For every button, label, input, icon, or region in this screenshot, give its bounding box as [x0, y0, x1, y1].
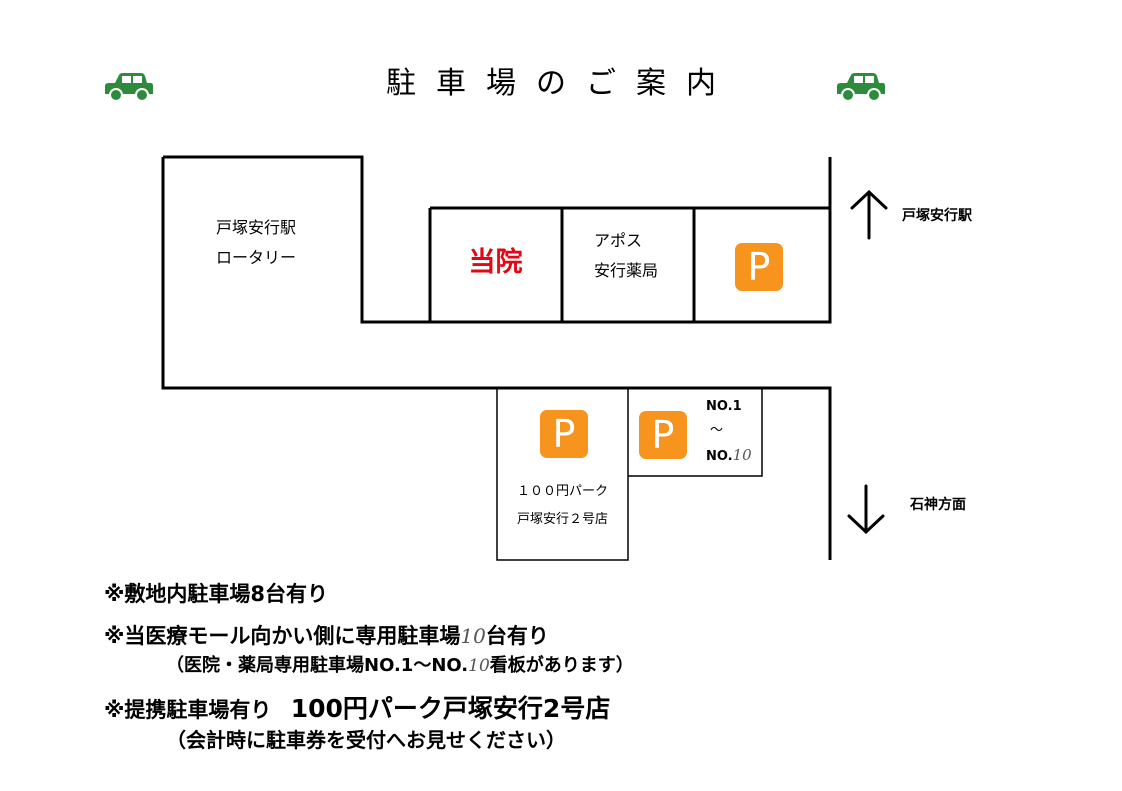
numbered-parking-label: NO.1 ～ NO.10: [706, 395, 758, 469]
coin-parking-label-line: １００円パーク: [516, 484, 608, 499]
arrow-down-icon: [847, 484, 885, 535]
page-title: 駐車場のご案内: [386, 66, 736, 101]
car-icon: [837, 73, 885, 102]
note-dedicated-parking-text: ※当医療モール向かい側に専用駐車場: [104, 624, 461, 648]
note-onsite-parking: ※敷地内駐車場8台有り: [104, 582, 329, 606]
coin-parking-label-line: 戸塚安行２号店: [516, 512, 608, 527]
pharmacy-label-line: アポス: [594, 231, 643, 250]
numbered-parking-outline: [628, 388, 763, 477]
coin-parking-outline: [496, 388, 629, 561]
hospital-label: 当院: [468, 247, 523, 278]
road-upper-edge: [163, 155, 832, 324]
note-ticket: （会計時に駐車券を受付へお見せください）: [166, 728, 566, 752]
rotary-label: 戸塚安行駅 ロータリー: [216, 213, 296, 273]
note-signboard-number: 10: [468, 656, 490, 676]
note-dedicated-parking-count: 10: [460, 624, 486, 648]
note-partner-parking: ※提携駐車場有り 100円パーク戸塚安行2号店: [104, 689, 610, 725]
parking-number-to: NO.10: [706, 443, 758, 469]
rotary-label-line: ロータリー: [216, 248, 297, 267]
south-direction-label: 石神方面: [910, 497, 966, 513]
parking-number-tilde: ～: [710, 423, 724, 438]
parking-number-from: NO.1: [706, 399, 742, 414]
parking-icon: P: [639, 411, 687, 459]
parking-icon: P: [735, 243, 783, 291]
note-dedicated-parking-suffix: 台有り: [485, 624, 549, 648]
pharmacy-label-line: 安行薬局: [594, 261, 659, 280]
note-signboard: （医院・薬局専用駐車場NO.1～NO.10看板があります）: [166, 651, 634, 677]
pharmacy-label: アポス 安行薬局: [594, 226, 658, 286]
arrow-up-icon: [850, 189, 888, 240]
parking-number-to-value: 10: [732, 446, 752, 464]
note-partner-parking-name: 100円パーク戸塚安行2号店: [290, 694, 611, 723]
note-dedicated-parking: ※当医療モール向かい側に専用駐車場10台有り: [104, 620, 549, 650]
note-partner-parking-text: ※提携駐車場有り: [104, 698, 272, 722]
note-signboard-text: （医院・薬局専用駐車場NO.1～NO.: [166, 655, 469, 676]
note-signboard-suffix: 看板があります）: [489, 655, 634, 676]
coin-parking-label: １００円パーク 戸塚安行２号店: [497, 478, 628, 534]
rotary-label-line: 戸塚安行駅: [216, 218, 297, 237]
car-icon: [105, 73, 153, 102]
parking-icon: P: [540, 410, 588, 458]
north-direction-label: 戸塚安行駅: [902, 208, 972, 224]
parking-number-to-prefix: NO.: [706, 449, 733, 464]
